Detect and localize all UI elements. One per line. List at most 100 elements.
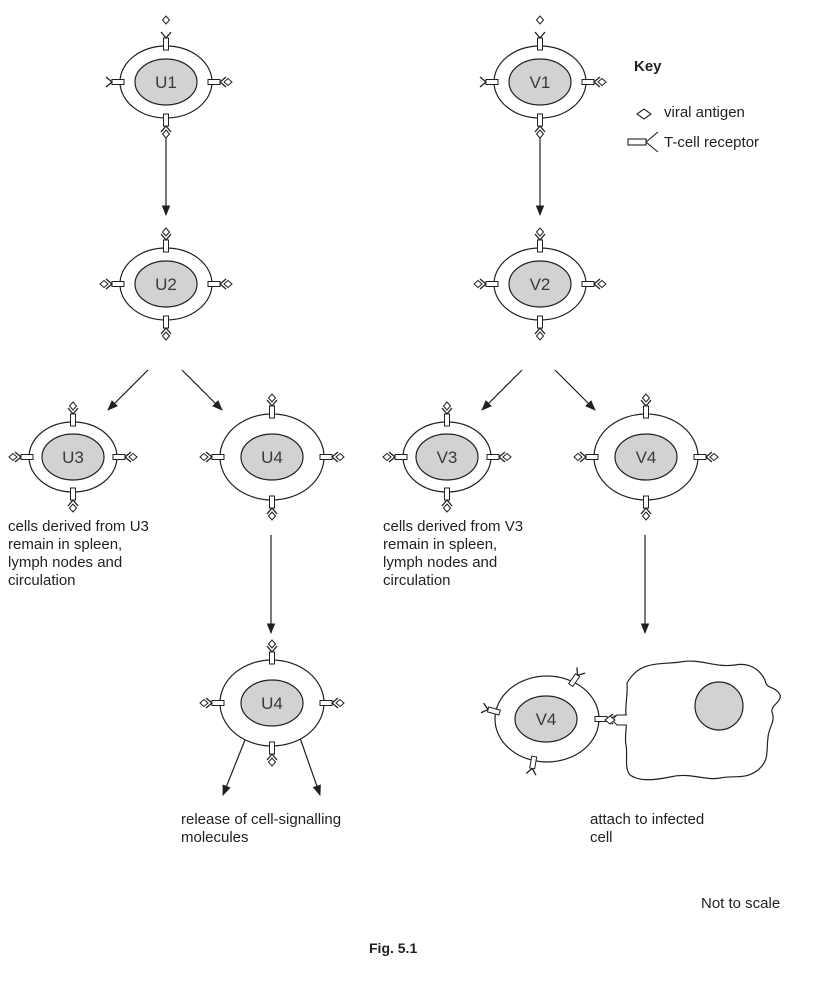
u4-fate-text: release of cell-signalling molecules: [181, 811, 341, 847]
nucleus: [508, 260, 572, 308]
arrow-u4-signal-right: [298, 734, 321, 797]
viral-antigen-icon: [267, 757, 277, 767]
viral-antigen-icon: [535, 331, 545, 341]
nucleus: [134, 58, 198, 106]
t-cell-receptor-icon: [573, 451, 599, 463]
t-cell-receptor-icon: [160, 113, 172, 139]
viral-antigen-icon: [442, 503, 452, 513]
t-cell-receptor-icon: [319, 697, 345, 709]
viral-antigen-icon: [68, 503, 78, 513]
viral-antigen-icon: [161, 129, 171, 139]
lymphocyte-u3: U3: [8, 401, 138, 513]
viral-antigen-icon: [382, 452, 392, 462]
viral-antigen-icon: [502, 452, 512, 462]
viral-antigen-icon: [535, 227, 545, 237]
t-cell-receptor-icon: [266, 393, 278, 419]
v4-fate-text: attach to infected cell: [590, 811, 704, 847]
lymphocyte-u4: U4: [199, 393, 345, 521]
lymphocyte-u1: U1: [105, 15, 233, 139]
key-label-t-cell-receptor: T-cell receptor: [664, 134, 760, 151]
u3-fate-line: cells derived from U3: [8, 518, 149, 535]
t-cell-receptor-icon: [693, 451, 719, 463]
viral-antigen-icon: [442, 401, 452, 411]
viral-antigen-icon: [161, 227, 171, 237]
viral-antigen-icon: [267, 639, 277, 649]
lymphocyte-v1: V1: [479, 15, 607, 139]
t-cell-receptor-icon: [160, 31, 172, 51]
cell-label: U4: [261, 694, 283, 713]
cell-label: V2: [530, 275, 551, 294]
nucleus: [415, 433, 479, 481]
viral-antigen-icon: [535, 15, 545, 25]
v3-fate-line: circulation: [383, 572, 451, 589]
t-cell-receptor-icon: [479, 76, 499, 88]
viral-antigen-icon: [709, 452, 719, 462]
nucleus: [134, 260, 198, 308]
viral-antigen-icon: [267, 511, 277, 521]
viral-antigen-icon: [223, 77, 233, 87]
nucleus: [240, 433, 304, 481]
viral-antigen-icon: [604, 715, 616, 725]
t-cell-receptor-icon: [266, 639, 278, 665]
t-cell-receptor-icon: [67, 487, 79, 513]
t-cell-receptor-icon: [8, 451, 34, 463]
lymphocyte-u2: U2: [99, 227, 233, 341]
t-cell-receptor-icon: [581, 278, 607, 290]
viral-antigen-icon: [8, 452, 18, 462]
viral-antigen-icon: [199, 698, 209, 708]
t-cell-receptor-icon: [534, 31, 546, 51]
key-icons: [627, 108, 659, 153]
cell-label: V4: [536, 710, 557, 729]
t-cell-receptor-icon: [640, 393, 652, 419]
key-title: Key: [634, 58, 662, 75]
viral-antigen-icon: [573, 452, 583, 462]
u3-fate-line: lymph nodes and: [8, 554, 123, 571]
nucleus: [514, 695, 578, 743]
v4-fate-line: attach to infected: [590, 811, 705, 828]
arrow-v2-v4: [554, 369, 596, 411]
viral-antigen-icon: [641, 511, 651, 521]
viral-antigen-icon: [335, 698, 345, 708]
viral-antigen-icon: [128, 452, 138, 462]
viral-antigen-icon: [473, 279, 483, 289]
viral-antigen-icon: [267, 393, 277, 403]
nucleus: [41, 433, 105, 481]
lymphocyte-v4b: V4: [480, 667, 620, 776]
t-cell-receptor-icon: [525, 755, 538, 776]
t-cell-receptor-icon: [627, 131, 659, 153]
viral-antigen-icon: [641, 393, 651, 403]
t-cell-receptor-icon: [160, 315, 172, 341]
t-cell-receptor-icon: [319, 451, 345, 463]
u4-fate-line: release of cell-signalling: [181, 811, 342, 828]
viral-antigen-icon: [99, 279, 109, 289]
arrow-u2-u3: [107, 369, 149, 411]
viral-antigen-icon: [161, 15, 171, 25]
viral-antigen-icon: [161, 331, 171, 341]
nucleus: [614, 433, 678, 481]
cell-label: V4: [636, 448, 657, 467]
v3-fate-line: cells derived from V3: [383, 518, 524, 535]
t-cell-receptor-icon: [199, 451, 225, 463]
t-cell-receptor-icon: [640, 495, 652, 521]
scale-note: Not to scale: [701, 895, 781, 912]
cell-label: V3: [437, 448, 458, 467]
t-cell-receptor-icon: [473, 278, 499, 290]
t-cell-receptor-icon: [480, 702, 501, 716]
t-cell-receptor-icon: [534, 227, 546, 253]
cell-label: U3: [62, 448, 84, 467]
t-cell-receptor-icon: [112, 451, 138, 463]
v4-fate-line: cell: [590, 829, 613, 846]
u4-fate-line: molecules: [181, 829, 249, 846]
t-cell-receptor-icon: [567, 667, 586, 688]
viral-antigen-icon: [597, 77, 607, 87]
lymphocyte-v3: V3: [382, 401, 512, 513]
t-cell-receptor-icon: [207, 76, 233, 88]
lymphocyte-v2: V2: [473, 227, 607, 341]
t-cell-receptor-icon: [199, 697, 225, 709]
viral-antigen-icon: [335, 452, 345, 462]
t-cell-receptor-icon: [67, 401, 79, 427]
v3-fate-line: lymph nodes and: [383, 554, 498, 571]
figure-caption: Fig. 5.1: [369, 940, 418, 956]
